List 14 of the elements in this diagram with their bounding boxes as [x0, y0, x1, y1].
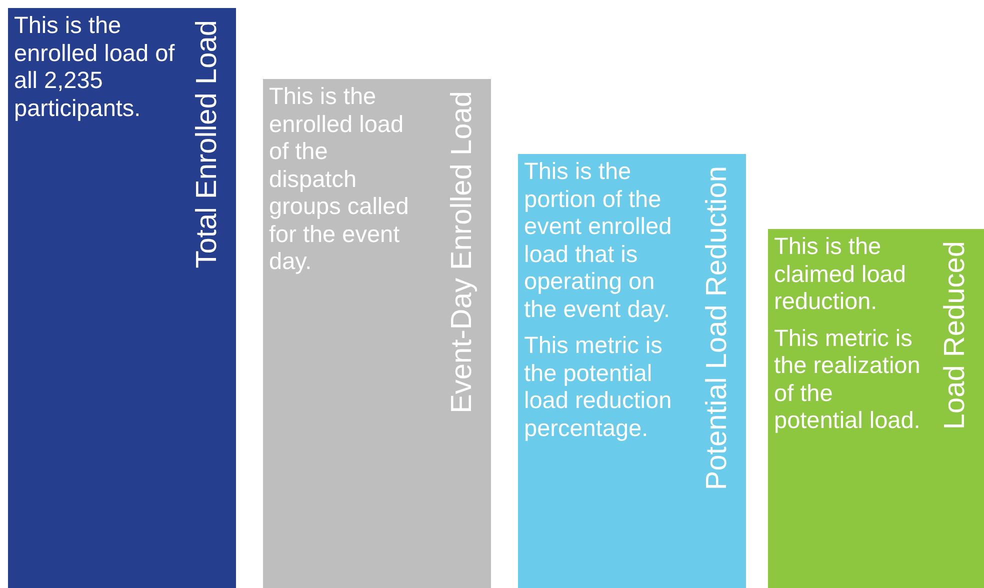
description-text: This is the enrolled load of the dispatch groups called for the event day.: [269, 83, 410, 276]
description-text: This metric is the potential load reduction percentage.: [524, 332, 673, 442]
metric-bar: [768, 229, 984, 588]
metric-bar: [8, 8, 236, 588]
description-text: This is the enrolled load of all 2,235 participants.: [14, 12, 176, 122]
bar-title: Potential Load Reduction: [700, 166, 734, 490]
bar-title: Load Reduced: [938, 241, 972, 430]
description-text: This is the claimed load reduction.: [774, 233, 907, 316]
bar-title: Event-Day Enrolled Load: [445, 91, 479, 414]
metric-bar: [518, 154, 746, 588]
bar-title: Total Enrolled Load: [190, 20, 224, 268]
metric-bar: [263, 79, 491, 588]
description-text: This metric is the realization of the potential load.: [774, 324, 922, 434]
description-text: This is the portion of the event enrolled load that is operating on the event day.: [524, 158, 673, 323]
